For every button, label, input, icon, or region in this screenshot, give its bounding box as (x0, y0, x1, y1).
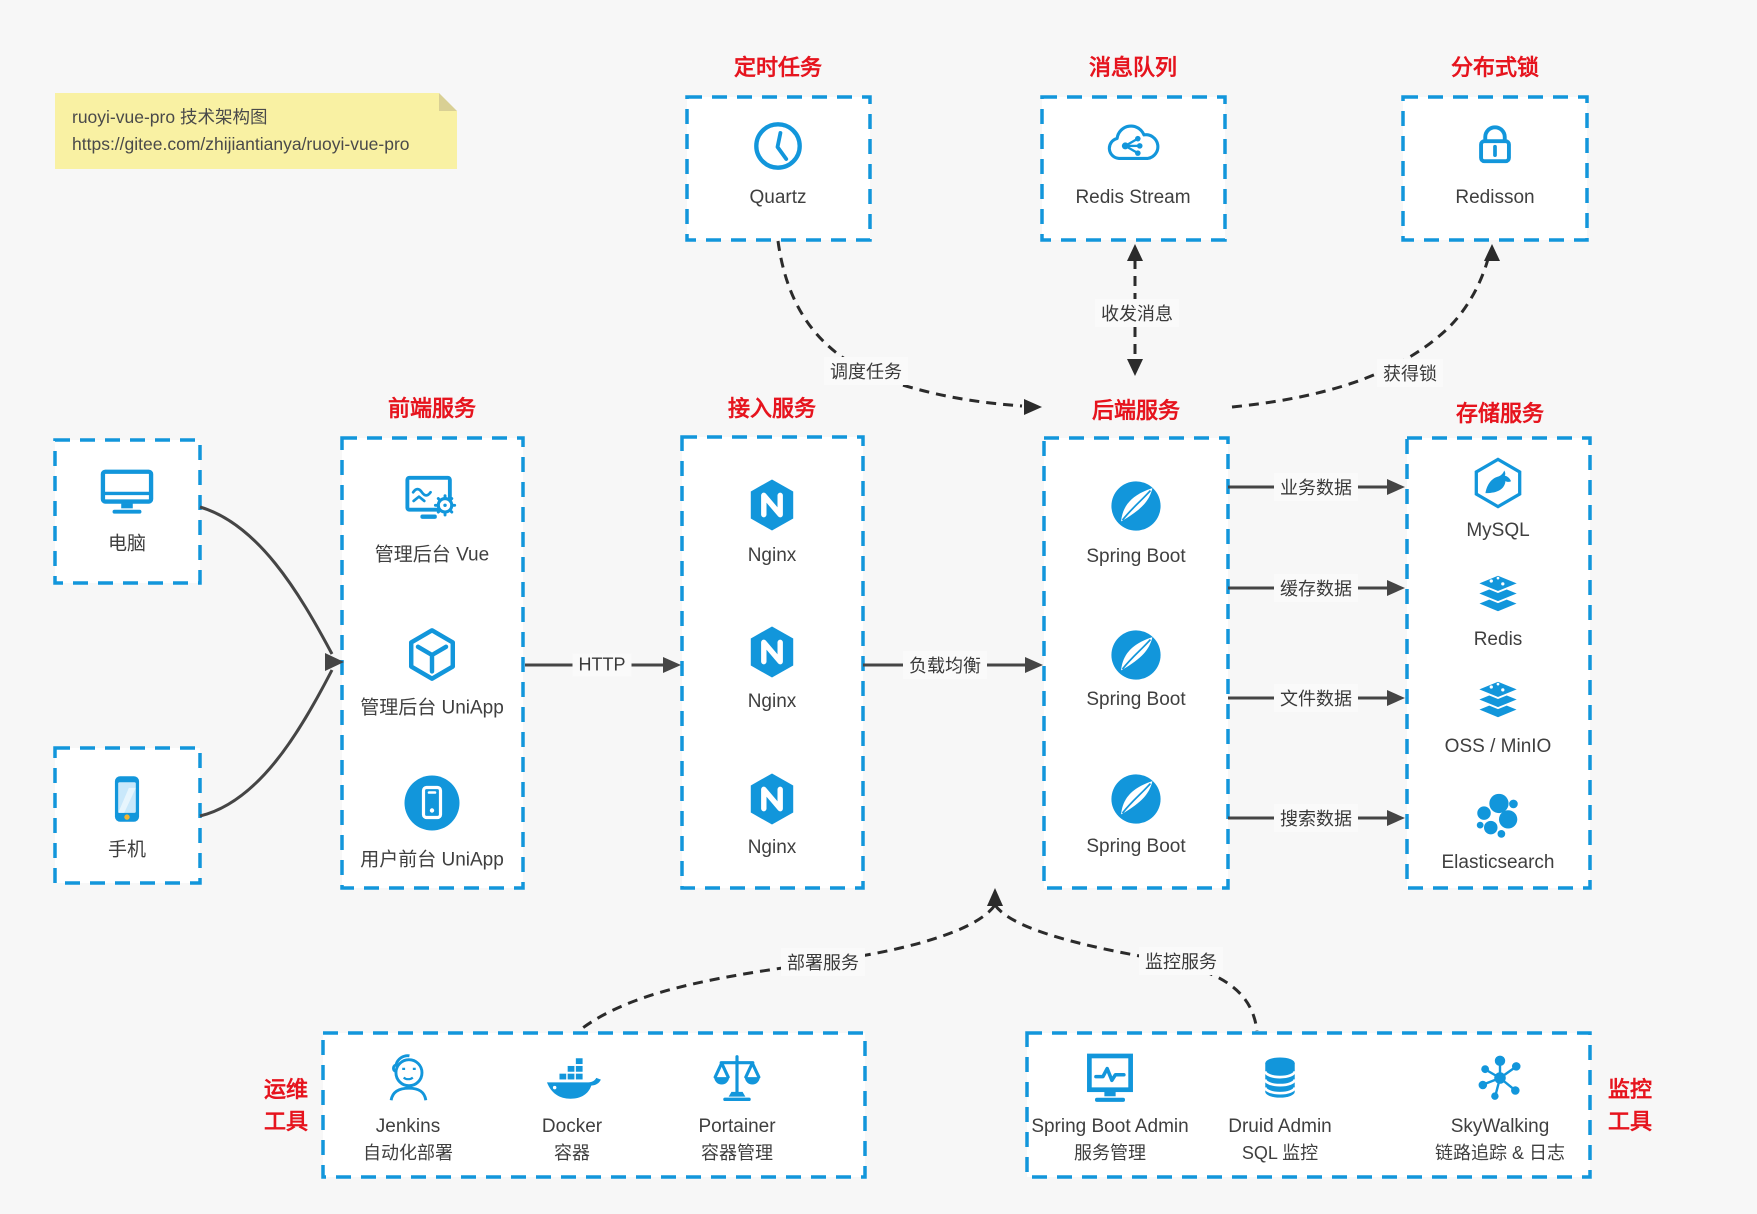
edge-acquire-lock (1231, 258, 1490, 409)
node-label-admin-vue: 管理后台 Vue (374, 544, 490, 566)
node-label-user-uniapp: 用户前台 UniApp (360, 849, 504, 871)
group-title-frontend: 前端服务 (387, 396, 477, 421)
node-desc-jenkins: 自动化部署 (363, 1143, 453, 1163)
node-desc-druid-admin: SQL 监控 (1241, 1143, 1319, 1163)
node-desc-skywalking: 链路追踪 & 日志 (1434, 1143, 1566, 1163)
node-boxes (53, 95, 1592, 1179)
skywalking-icon (1474, 1052, 1526, 1104)
note-url: https://gitee.com/zhijiantianya/ruoyi-vu… (72, 134, 410, 154)
spring-boot-icon (1109, 628, 1163, 682)
node-label-nginx-2: Nginx (747, 691, 797, 712)
phone-icon (101, 773, 153, 825)
node-label-nginx-3: Nginx (747, 837, 797, 858)
node-desc-portainer: 容器管理 (701, 1143, 773, 1163)
node-label-spring-boot-1: Spring Boot (1086, 546, 1186, 567)
node-label-portainer: Portainer (698, 1116, 776, 1137)
monitoring-label-line1: 监控 (1607, 1077, 1653, 1102)
spring-boot-icon (1109, 772, 1163, 826)
lock-icon (1469, 118, 1521, 170)
oss-minio-icon (1471, 674, 1525, 724)
node-label-oss-minio: OSS / MinIO (1444, 736, 1552, 757)
ops-tools-side-label: 运维 工具 (264, 1074, 308, 1138)
group-title-message-queue: 消息队列 (1088, 55, 1178, 80)
dashed-arrowheads (987, 244, 1500, 906)
portainer-icon (711, 1052, 763, 1104)
group-title-distributed-lock: 分布式锁 (1450, 55, 1540, 80)
monitoring-label-line2: 工具 (1607, 1109, 1653, 1134)
uniapp-user-icon (402, 773, 462, 833)
nginx-icon (745, 770, 799, 828)
monitoring-tools-side-label: 监控 工具 (1608, 1074, 1652, 1138)
edge-computer-to-frontend (199, 505, 334, 655)
note-title: ruoyi-vue-pro 技术架构图 (72, 107, 268, 127)
jenkins-icon (381, 1052, 435, 1106)
edge-label-file-data: 文件数据 (1274, 684, 1358, 712)
node-label-redisson: Redisson (1455, 187, 1535, 208)
group-title-scheduled-task: 定时任务 (733, 55, 823, 80)
mysql-icon (1469, 456, 1527, 510)
redis-icon (1471, 568, 1525, 618)
ops-label-line1: 运维 (263, 1077, 309, 1102)
node-desc-docker: 容器 (554, 1143, 590, 1163)
node-label-quartz: Quartz (749, 187, 807, 208)
group-title-backend: 后端服务 (1091, 398, 1181, 423)
node-desc-spring-boot-admin: 服务管理 (1074, 1143, 1146, 1163)
node-label-mysql: MySQL (1466, 520, 1530, 541)
node-label-spring-boot-2: Spring Boot (1086, 689, 1186, 710)
docker-icon (541, 1052, 603, 1104)
node-label-redis: Redis (1473, 629, 1523, 650)
node-label-nginx-1: Nginx (747, 545, 797, 566)
edge-label-acquire-lock: 获得锁 (1377, 359, 1443, 387)
node-label-spring-boot-3: Spring Boot (1086, 836, 1186, 857)
node-label-computer: 电脑 (107, 533, 147, 555)
node-label-phone: 手机 (107, 839, 147, 861)
edge-label-monitor-service: 监控服务 (1139, 947, 1223, 975)
edge-label-search-data: 搜索数据 (1274, 804, 1358, 832)
nginx-icon (745, 476, 799, 534)
note-fold-corner (439, 93, 457, 111)
edge-label-cache-data: 缓存数据 (1274, 574, 1358, 602)
node-label-docker: Docker (541, 1116, 603, 1137)
edge-label-message: 收发消息 (1095, 299, 1179, 327)
edge-label-business-data: 业务数据 (1274, 473, 1358, 501)
uniapp-cube-icon (403, 626, 461, 684)
spring-boot-icon (1109, 479, 1163, 533)
ops-label-line2: 工具 (263, 1109, 309, 1134)
admin-vue-icon (401, 472, 463, 528)
elasticsearch-icon (1471, 789, 1525, 843)
group-title-storage: 存储服务 (1455, 401, 1545, 426)
node-label-skywalking: SkyWalking (1450, 1116, 1550, 1137)
group-title-gateway: 接入服务 (727, 396, 817, 421)
node-label-redis-stream: Redis Stream (1075, 187, 1191, 208)
edge-label-deploy-service: 部署服务 (781, 948, 865, 976)
dashed-edges (579, 240, 1490, 1032)
spring-boot-admin-icon (1080, 1051, 1140, 1106)
druid-icon (1255, 1053, 1305, 1103)
node-label-jenkins: Jenkins (375, 1116, 441, 1137)
edge-label-http: HTTP (572, 653, 632, 677)
edge-label-load-balance: 负载均衡 (903, 651, 987, 679)
edge-phone-to-frontend (199, 669, 334, 818)
node-label-spring-boot-admin: Spring Boot Admin (1031, 1116, 1189, 1137)
cloud-stream-icon (1102, 117, 1164, 169)
solid-arrowheads (325, 479, 1405, 826)
clock-icon (751, 119, 805, 173)
nginx-icon (745, 623, 799, 681)
sticky-note: ruoyi-vue-pro 技术架构图 https://gitee.com/zh… (55, 93, 457, 169)
node-label-elasticsearch: Elasticsearch (1441, 852, 1555, 873)
node-label-druid-admin: Druid Admin (1228, 1116, 1332, 1137)
computer-icon (96, 465, 158, 517)
node-label-admin-uniapp: 管理后台 UniApp (360, 697, 504, 719)
edge-label-schedule-task: 调度任务 (824, 357, 908, 385)
